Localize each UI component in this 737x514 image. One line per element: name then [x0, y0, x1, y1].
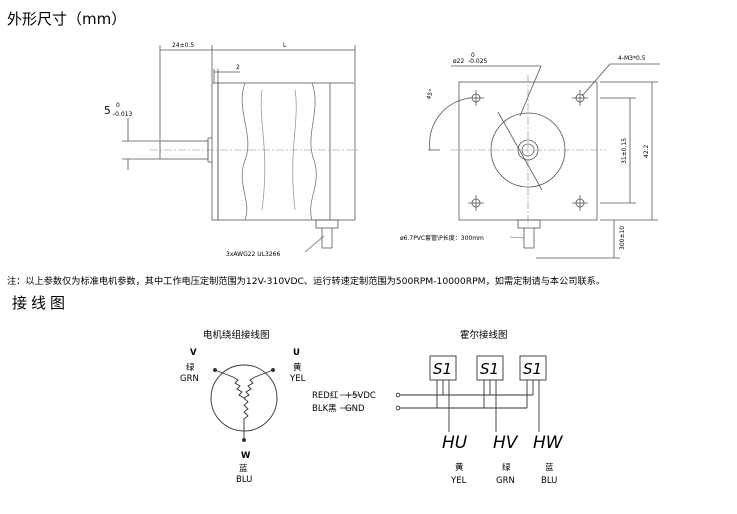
hall-sensor-3-label: S1: [523, 360, 542, 378]
shaft-dia-tol-upper: 0: [116, 102, 120, 109]
front-view: [428, 63, 660, 259]
blk-wire-signal: GND: [345, 404, 365, 414]
red-wire-label: RED红: [312, 390, 339, 401]
dim-step-text: 2: [236, 64, 240, 71]
phase-w-en: BLU: [236, 475, 252, 485]
hall-hw-name: HW: [533, 433, 564, 453]
hall-hv-cn: 绿: [502, 462, 511, 473]
blk-wire-label: BLK黑: [312, 404, 337, 414]
winding-diagram: [210, 364, 278, 442]
hall-hu-en: YEL: [450, 476, 467, 486]
winding-title: 电机绕组接线图: [203, 329, 270, 341]
phase-u-en: YEL: [289, 374, 306, 384]
outline-heading: 外形尺寸（mm）: [7, 10, 126, 28]
hall-diagram: [395, 355, 547, 432]
hall-title: 霍尔接线图: [460, 329, 508, 341]
phase-w-cn: 蓝: [239, 463, 248, 474]
front-dia-tol-upper: 0: [471, 52, 475, 59]
hall-sensor-2-label: S1: [480, 360, 499, 378]
dim-lead: 300±10: [619, 226, 626, 250]
wiring-heading: 接线图: [12, 294, 69, 312]
spec-note: 注：以上参数仅为标准电机参数，其中工作电压定制范围为12V-310VDC、运行转…: [7, 275, 605, 287]
shaft-dia-main: 5: [104, 105, 111, 117]
dim-body: 42.2: [643, 144, 650, 158]
motor-body-outline: [217, 82, 356, 221]
hall-hv-name: HV: [493, 433, 519, 453]
red-wire-signal: +5VDC: [345, 391, 376, 401]
hall-sensor-1-label: S1: [433, 360, 452, 378]
hall-hv-en: GRN: [496, 476, 515, 486]
mounting-holes: [468, 90, 588, 211]
hall-hu-cn: 黄: [455, 462, 464, 473]
cable-label: 3xAWG22 UL3266: [226, 251, 280, 258]
phase-v-letter: V: [190, 348, 197, 358]
hall-hw-cn: 蓝: [545, 462, 554, 473]
connector-outline: [315, 219, 339, 229]
side-view: [122, 45, 360, 253]
front-dia-tol-lower: -0.025: [468, 58, 488, 65]
dim-hole-spacing: 31±0.15: [621, 138, 628, 164]
angle-label: 45°: [425, 88, 435, 100]
phase-v-cn: 绿: [186, 362, 195, 373]
dim-length-text: L: [283, 42, 287, 49]
phase-u-cn: 黄: [293, 362, 302, 373]
flange-outline: [211, 82, 219, 221]
phase-w-letter: W: [241, 451, 251, 461]
front-dia-main: ø22: [453, 58, 464, 65]
phase-u-letter: U: [293, 348, 300, 358]
hall-hw-en: BLU: [541, 476, 557, 486]
hall-hu-name: HU: [442, 433, 468, 453]
phase-v-en: GRN: [180, 374, 199, 384]
holes-label: 4-M3*0.5: [618, 55, 646, 62]
pvc-label: ø6.7PVC套管\P长度：300mm: [400, 234, 484, 242]
dim-flange-text: 24±0.5: [172, 42, 194, 49]
shaft-dia-tol-lower: -0.013: [113, 111, 133, 118]
